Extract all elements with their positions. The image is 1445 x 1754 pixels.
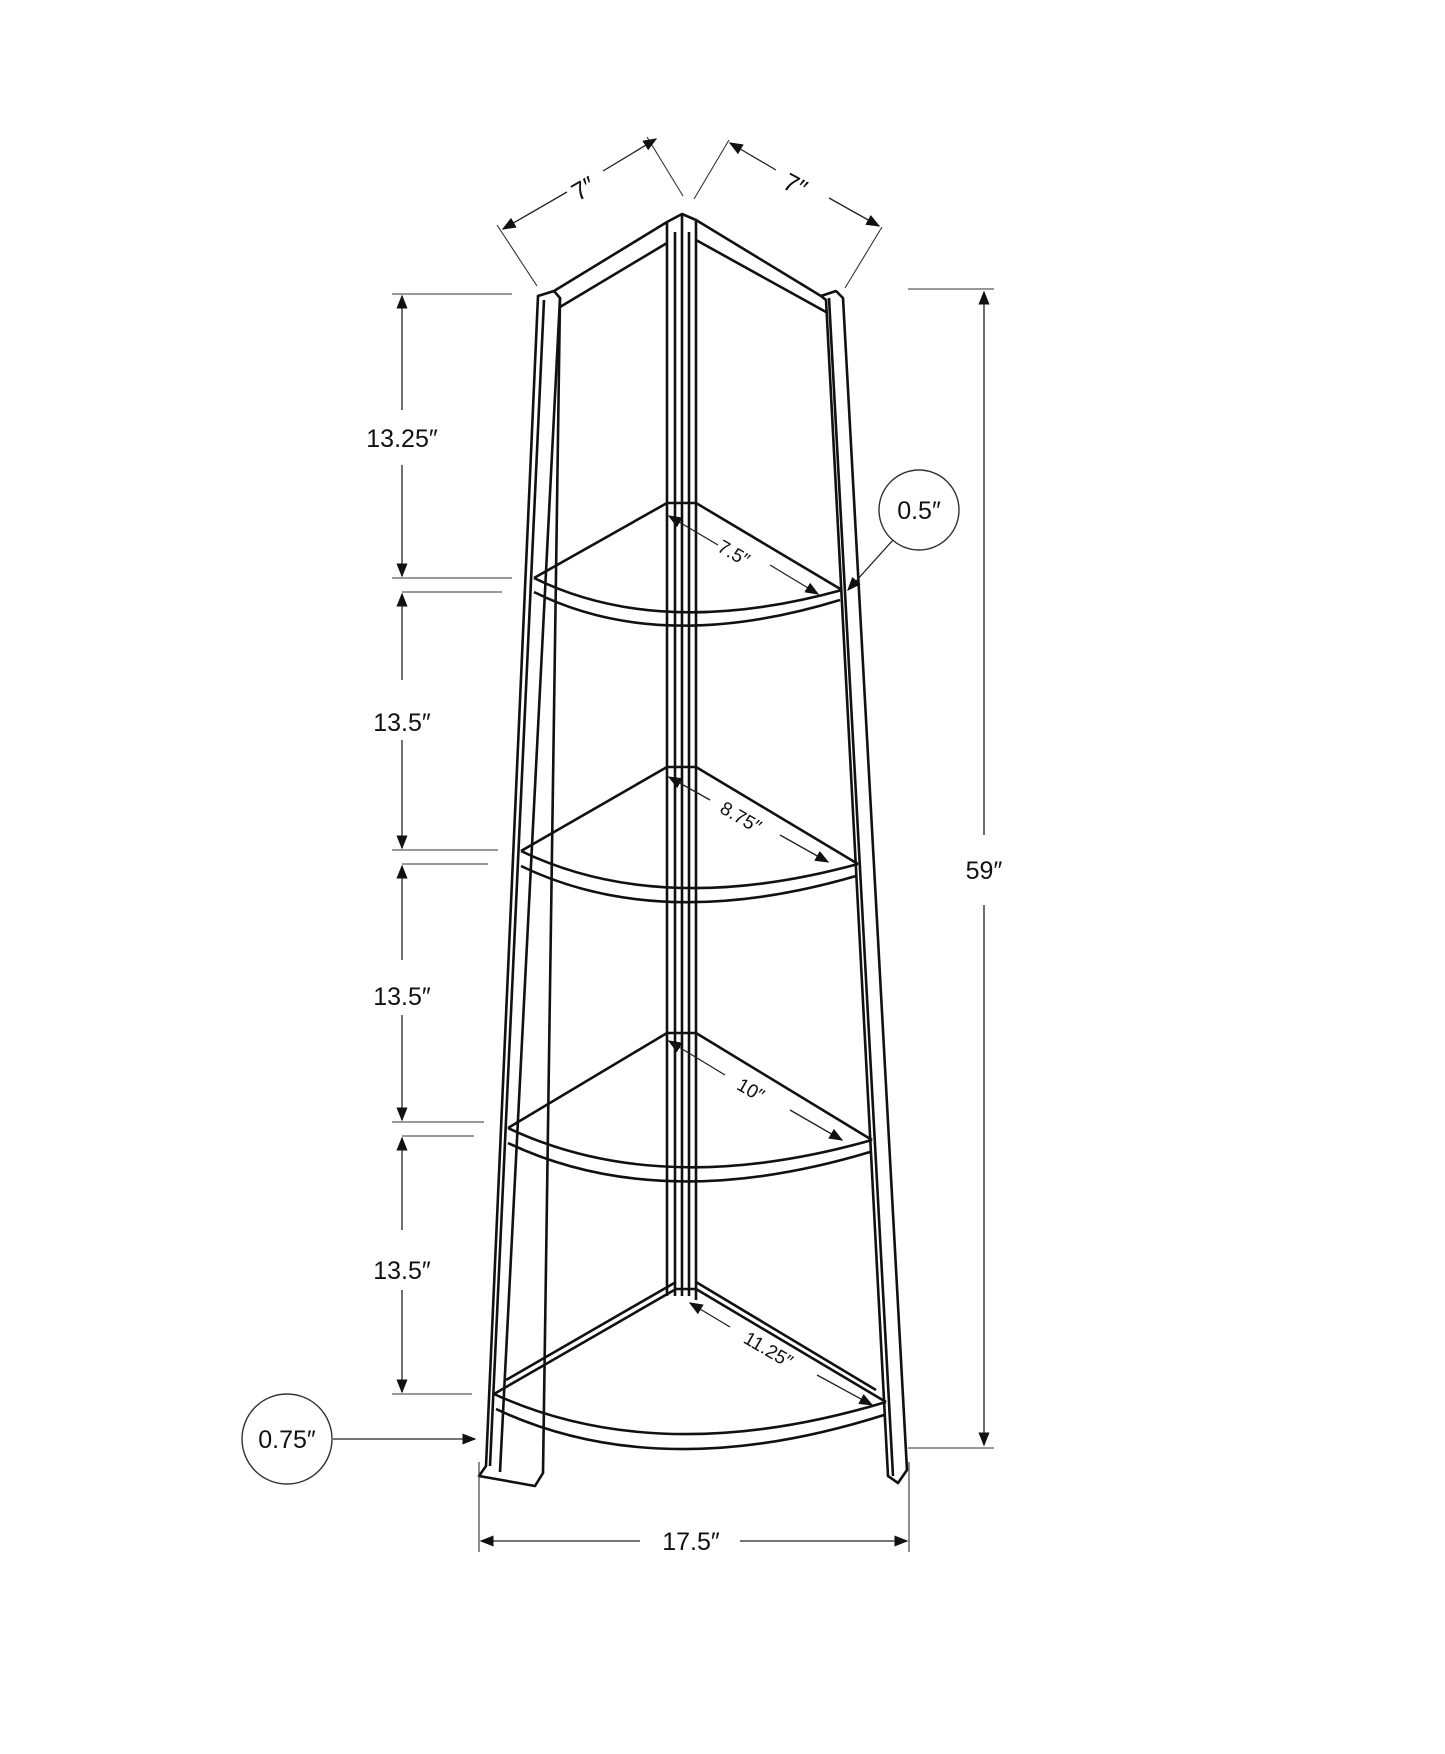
top-depth-dimension-right: 7″ (693, 139, 883, 289)
spacing-label-2: 13.5″ (373, 709, 431, 737)
center-back-post (665, 212, 698, 1300)
base-width-label: 17.5″ (662, 1528, 720, 1556)
top-depth-left-label: 7″ (567, 171, 601, 207)
shelf-1 (533, 501, 843, 627)
top-rail-left (553, 220, 668, 309)
spacing-label-4: 13.5″ (373, 1257, 431, 1285)
shelf-4 (493, 1280, 887, 1451)
shelf-depth-dimensions: 7.5″ 8.75″ 10″ 11.25″ (667, 515, 874, 1406)
shelf-3 (507, 1031, 873, 1183)
shelf-1-depth-label: 7.5″ (714, 537, 753, 572)
base-width-dimension: 17.5″ (478, 1462, 910, 1556)
total-height-dimension: 59″ (908, 288, 1003, 1449)
left-leg (477, 289, 562, 1488)
right-leg (819, 289, 909, 1485)
shelf-frame (477, 212, 909, 1488)
shelf-4-depth-label: 11.25″ (740, 1328, 797, 1373)
top-depth-dimension-left: 7″ (496, 136, 684, 287)
spacing-label-1: 13.25″ (366, 425, 438, 453)
leg-thickness-callout: 0.75″ (241, 1393, 477, 1485)
shelf-2 (520, 765, 859, 904)
shelf-3-depth-label: 10″ (733, 1075, 768, 1107)
top-rail-right (695, 218, 827, 314)
shelf-thickness-label: 0.5″ (897, 497, 941, 525)
spacing-label-3: 13.5″ (373, 983, 431, 1011)
top-depth-right-label: 7″ (778, 168, 811, 203)
total-height-label: 59″ (966, 857, 1003, 885)
shelf-thickness-callout: 0.5″ (847, 469, 960, 592)
vertical-spacing-dimensions: 13.25″ 13.5″ 13.5″ 13.5″ (366, 293, 512, 1395)
leg-thickness-label: 0.75″ (258, 1426, 316, 1454)
